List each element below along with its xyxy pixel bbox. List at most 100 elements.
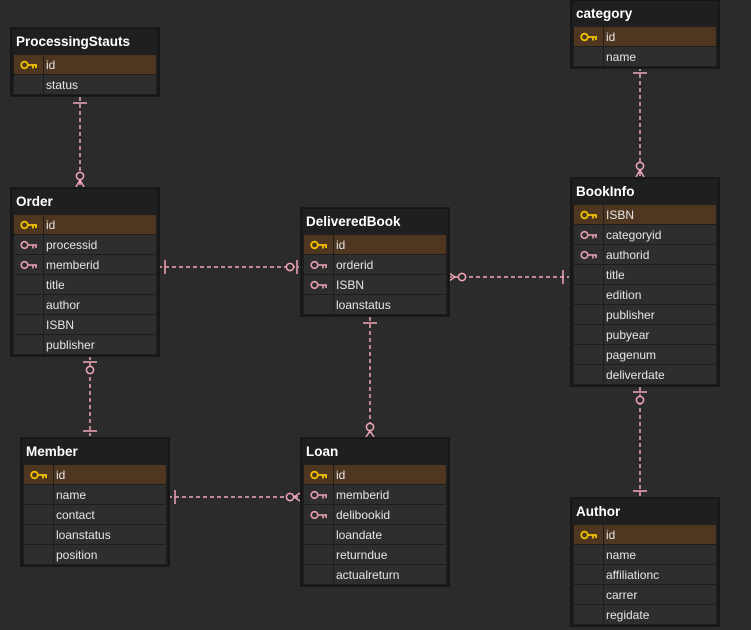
key-slot — [14, 315, 44, 334]
field-name: delibookid — [336, 507, 391, 522]
entity-title: Author — [572, 499, 718, 525]
field-row[interactable]: id — [574, 525, 716, 544]
key-slot — [24, 505, 54, 524]
field-row[interactable]: pagenum — [574, 345, 716, 364]
entity-title: category — [572, 1, 718, 27]
field-name: authorid — [606, 247, 650, 262]
field-row[interactable]: publisher — [574, 305, 716, 324]
key-slot — [304, 525, 334, 544]
key-slot — [574, 585, 604, 604]
key-slot — [14, 295, 44, 314]
key-slot — [24, 525, 54, 544]
field-name: carrer — [606, 587, 638, 602]
entity-title: Member — [22, 439, 168, 465]
field-row[interactable]: loandate — [304, 525, 446, 544]
field-row[interactable]: id — [574, 27, 716, 46]
field-row[interactable]: name — [24, 485, 166, 504]
cardinality-tick — [369, 430, 375, 438]
field-row[interactable]: delibookid — [304, 505, 446, 524]
field-name: id — [336, 237, 346, 252]
field-row[interactable]: affiliationc — [574, 565, 716, 584]
field-name: publisher — [46, 337, 95, 352]
field-name: pubyear — [606, 327, 650, 342]
field-row[interactable]: loanstatus — [304, 295, 446, 314]
field-row[interactable]: carrer — [574, 585, 716, 604]
cardinality-tick — [639, 169, 645, 178]
field-row[interactable]: author — [14, 295, 156, 314]
field-row[interactable]: id — [14, 215, 156, 234]
field-row[interactable]: categoryid — [574, 225, 716, 244]
field-row[interactable]: authorid — [574, 245, 716, 264]
field-name: publisher — [606, 307, 655, 322]
field-row[interactable]: ISBN — [304, 275, 446, 294]
field-name: actualreturn — [336, 567, 400, 582]
cardinality-tick — [75, 179, 81, 188]
key-slot — [574, 565, 604, 584]
field-row[interactable]: memberid — [14, 255, 156, 274]
field-row[interactable]: ISBN — [14, 315, 156, 334]
cardinality-tick — [448, 276, 456, 282]
key-slot — [24, 485, 54, 504]
primary-key-icon — [14, 215, 44, 234]
field-row[interactable]: pubyear — [574, 325, 716, 344]
cardinality-circle — [365, 422, 375, 432]
field-name: categoryid — [606, 227, 662, 242]
entity-title: BookInfo — [572, 179, 718, 205]
field-row[interactable]: processid — [14, 235, 156, 254]
field-row[interactable]: deliverdate — [574, 365, 716, 384]
field-row[interactable]: status — [14, 75, 156, 94]
field-row[interactable]: orderid — [304, 255, 446, 274]
key-slot — [24, 545, 54, 564]
field-row[interactable]: title — [574, 265, 716, 284]
field-name: ISBN — [336, 277, 365, 292]
key-slot — [14, 275, 44, 294]
field-row[interactable]: publisher — [14, 335, 156, 354]
field-row[interactable]: edition — [574, 285, 716, 304]
cardinality-circle — [635, 161, 645, 171]
key-slot — [574, 285, 604, 304]
field-name: loanstatus — [56, 527, 111, 542]
field-row[interactable]: regidate — [574, 605, 716, 624]
field-name: pagenum — [606, 347, 657, 362]
field-row[interactable]: ISBN — [574, 205, 716, 224]
key-slot — [574, 305, 604, 324]
entity-title: Order — [12, 189, 158, 215]
field-name: name — [606, 49, 637, 64]
field-name: affiliationc — [606, 567, 660, 582]
field-row[interactable]: id — [24, 465, 166, 484]
field-name: ISBN — [606, 207, 635, 222]
field-row[interactable]: contact — [24, 505, 166, 524]
field-row[interactable]: title — [14, 275, 156, 294]
cardinality-tick — [365, 430, 371, 438]
field-name: id — [336, 467, 346, 482]
cardinality-tick — [635, 169, 641, 178]
field-row[interactable]: id — [304, 465, 446, 484]
field-row[interactable]: name — [574, 47, 716, 66]
field-row[interactable]: id — [304, 235, 446, 254]
field-row[interactable]: memberid — [304, 485, 446, 504]
field-name: id — [606, 527, 616, 542]
field-row[interactable]: loanstatus — [24, 525, 166, 544]
field-name: orderid — [336, 257, 374, 272]
key-slot — [574, 365, 604, 384]
key-slot — [574, 545, 604, 564]
entity-author[interactable]: Author id name affiliationc carrer regidate — [571, 498, 719, 626]
cardinality-circle — [457, 272, 467, 282]
field-row[interactable]: id — [14, 55, 156, 74]
field-row[interactable]: actualreturn — [304, 565, 446, 584]
foreign-key-icon — [14, 235, 44, 254]
entity-title: ProcessingStauts — [12, 29, 158, 55]
cardinality-tick — [448, 272, 456, 278]
field-row[interactable]: returndue — [304, 545, 446, 564]
field-row[interactable]: name — [574, 545, 716, 564]
field-name: deliverdate — [606, 367, 665, 382]
field-row[interactable]: position — [24, 545, 166, 564]
